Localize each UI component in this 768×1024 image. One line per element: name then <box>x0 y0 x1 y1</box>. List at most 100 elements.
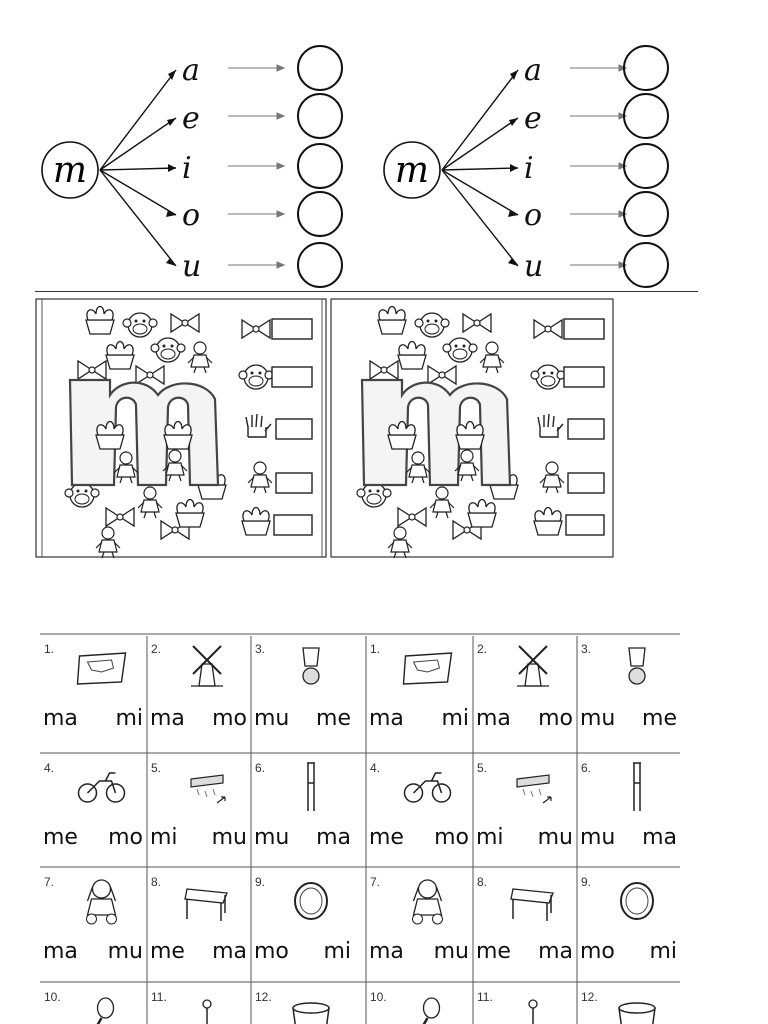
hidden-picture-panels <box>35 298 614 560</box>
cell-number: 6. <box>581 761 592 775</box>
vowel-i: i <box>182 151 192 186</box>
syllable-option[interactable]: mu <box>580 706 616 731</box>
cell-number: 6. <box>255 761 266 775</box>
syllable-option[interactable]: mi <box>150 825 178 850</box>
cell-number: 3. <box>581 642 592 656</box>
syllable-option[interactable]: mi <box>115 706 143 731</box>
syllable-option[interactable]: mo <box>434 825 469 850</box>
cell-number: 12. <box>581 990 598 1004</box>
syllable-option[interactable]: me <box>150 939 185 964</box>
pot-icon <box>618 1002 656 1024</box>
syllable-option[interactable]: mu <box>254 825 290 850</box>
letter-diagram-right: m a e i o u <box>383 45 669 288</box>
coin-icon <box>620 882 654 920</box>
section-divider <box>35 291 698 292</box>
table-icon <box>184 888 228 922</box>
cell-number: 10. <box>44 990 61 1004</box>
vowel-a: a <box>524 53 542 88</box>
syllable-option[interactable]: me <box>316 706 351 731</box>
motorcycle-icon <box>77 772 126 803</box>
syllable-option[interactable]: mu <box>107 939 143 964</box>
syllable-option[interactable]: ma <box>316 825 351 850</box>
syllable-option[interactable]: ma <box>369 706 404 731</box>
maraca-icon <box>418 996 441 1024</box>
syllable-option[interactable]: ma <box>476 706 511 731</box>
syllable-option[interactable]: ma <box>538 939 573 964</box>
cell-number: 5. <box>477 761 488 775</box>
medal-icon <box>302 647 320 685</box>
cell-number: 11. <box>151 990 167 1004</box>
syllable-option[interactable]: mu <box>433 939 469 964</box>
vowel-o: o <box>524 198 542 233</box>
vowel-o: o <box>182 198 200 233</box>
cell-number: 1. <box>370 642 381 656</box>
pot-icon <box>292 1002 330 1024</box>
syllable-option[interactable]: mu <box>211 825 247 850</box>
cake-icon <box>190 774 226 804</box>
map-icon <box>402 652 453 685</box>
syllable-option[interactable]: ma <box>369 939 404 964</box>
consonant-letter: m <box>395 150 429 191</box>
syllable-option[interactable]: mi <box>441 706 469 731</box>
windmill-icon <box>190 645 224 687</box>
syllable-option[interactable]: mu <box>580 825 616 850</box>
cell-number: 7. <box>44 875 55 889</box>
syllable-option[interactable]: mi <box>476 825 504 850</box>
syllable-option[interactable]: mu <box>254 706 290 731</box>
syllable-option[interactable]: ma <box>642 825 677 850</box>
cell-number: 4. <box>370 761 381 775</box>
syllable-option[interactable]: ma <box>43 939 78 964</box>
cell-number: 4. <box>44 761 55 775</box>
cell-number: 5. <box>151 761 162 775</box>
vowel-u: u <box>182 249 201 284</box>
syllable-option[interactable]: mo <box>538 706 573 731</box>
syllable-option[interactable]: mi <box>649 939 677 964</box>
consonant-letter: m <box>53 150 87 191</box>
cell-number: 2. <box>151 642 162 656</box>
syllable-option[interactable]: mo <box>108 825 143 850</box>
coin-icon <box>294 882 328 920</box>
syllable-option[interactable]: ma <box>212 939 247 964</box>
syllable-option[interactable]: mi <box>323 939 351 964</box>
answer-circles[interactable] <box>297 45 343 288</box>
syllable-option[interactable]: me <box>642 706 677 731</box>
grid-lines <box>40 633 680 1024</box>
cell-number: 3. <box>255 642 266 656</box>
syllable-option[interactable]: mo <box>212 706 247 731</box>
medal-icon <box>628 647 646 685</box>
windmill-icon <box>516 645 550 687</box>
doll-icon <box>85 879 118 925</box>
vowel-u: u <box>524 249 543 284</box>
crutch-icon <box>306 762 316 812</box>
syllable-option[interactable]: mu <box>537 825 573 850</box>
letter-diagram-left: m a e i o u <box>41 45 343 288</box>
cell-number: 10. <box>370 990 387 1004</box>
vowel-a: a <box>182 53 200 88</box>
cell-number: 2. <box>477 642 488 656</box>
table-icon <box>510 888 554 922</box>
syllable-option[interactable]: me <box>476 939 511 964</box>
doll-icon <box>411 879 444 925</box>
key-icon <box>528 999 539 1024</box>
cell-number: 9. <box>255 875 266 889</box>
crutch-icon <box>632 762 642 812</box>
syllable-option[interactable]: ma <box>150 706 185 731</box>
cell-number: 12. <box>255 990 272 1004</box>
cake-icon <box>516 774 552 804</box>
syllable-option[interactable]: mo <box>580 939 615 964</box>
syllable-option[interactable]: me <box>43 825 78 850</box>
cell-number: 9. <box>581 875 592 889</box>
vowel-e: e <box>182 101 200 136</box>
answer-circles[interactable] <box>623 45 669 288</box>
cell-number: 8. <box>477 875 488 889</box>
syllable-option[interactable]: ma <box>43 706 78 731</box>
syllable-option[interactable]: mo <box>254 939 289 964</box>
syllable-option[interactable]: me <box>369 825 404 850</box>
maraca-icon <box>92 996 115 1024</box>
cell-number: 7. <box>370 875 381 889</box>
cell-number: 1. <box>44 642 55 656</box>
map-icon <box>76 652 127 685</box>
key-icon <box>202 999 213 1024</box>
vowel-i: i <box>524 151 534 186</box>
